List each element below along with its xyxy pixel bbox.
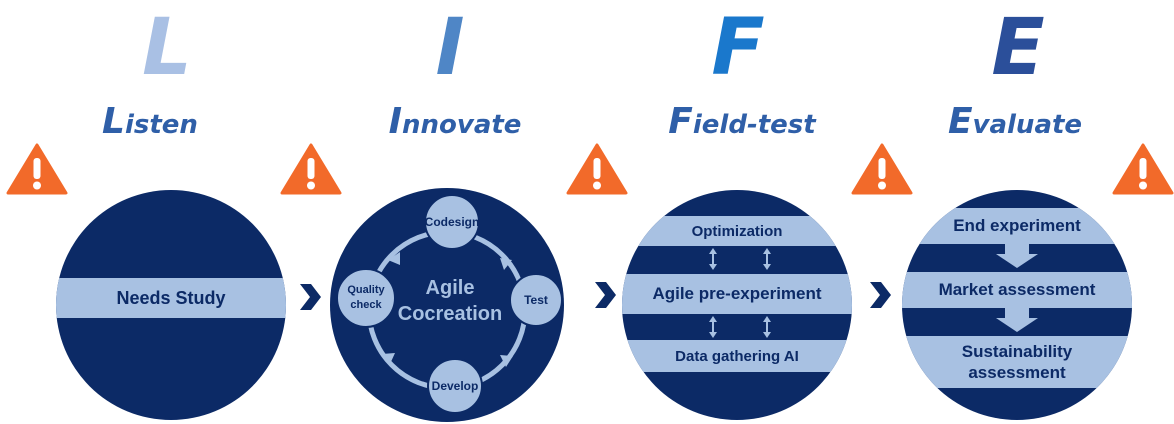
- phase-title-listen: Listen: [30, 104, 270, 143]
- sustainability-line1: Sustainability: [961, 342, 1073, 361]
- agile-label: Agile: [426, 277, 475, 299]
- listen-circle: Needs Study: [56, 190, 286, 420]
- cycle-arrowhead: [500, 258, 512, 270]
- innovate-circle: Codesign Test Develop Quality check Agil…: [330, 188, 564, 422]
- phase-title-innovate: Innovate: [335, 104, 575, 143]
- letter-l: L: [142, 3, 192, 93]
- quality-label-line2: check: [350, 299, 382, 311]
- phase-initial: F: [668, 101, 693, 142]
- chevron-right-icon: [300, 284, 321, 310]
- cycle-arrowhead: [382, 353, 395, 364]
- phase-initial: L: [102, 101, 125, 142]
- cycle-arrowhead: [388, 252, 400, 265]
- letter-i: I: [435, 3, 465, 93]
- chevron-right-icon: [595, 282, 616, 308]
- letter-f: F: [711, 3, 765, 93]
- test-node: [509, 273, 563, 327]
- phase-rest: valuate: [972, 110, 1083, 140]
- phase-rest: nnovate: [401, 110, 522, 140]
- agile-pre-experiment-band: Agile pre-experiment: [622, 274, 852, 314]
- chevron-right-icon: [870, 282, 891, 308]
- letter-e: E: [991, 3, 1045, 93]
- test-label: Test: [524, 293, 548, 307]
- phase-rest: isten: [124, 110, 198, 140]
- market-assessment-band: Market assessment: [902, 272, 1132, 308]
- evaluate-circle: End experiment Market assessment Sustain…: [902, 190, 1132, 420]
- warning-icon: [6, 143, 68, 195]
- codesign-label: Codesign: [425, 215, 480, 229]
- phase-title-field-test: Field-test: [622, 104, 862, 143]
- warning-icon: [280, 143, 342, 195]
- sustainability-band: Sustainability assessment: [902, 336, 1132, 388]
- develop-label: Develop: [432, 379, 479, 393]
- phase-title-evaluate: Evaluate: [895, 104, 1135, 143]
- end-experiment-band: End experiment: [902, 208, 1132, 244]
- optimization-band: Optimization: [622, 216, 852, 246]
- codesign-node: [424, 194, 480, 250]
- agile-cycle-diagram: Codesign Test Develop Quality check Agil…: [336, 194, 563, 414]
- data-gathering-band: Data gathering AI: [622, 340, 852, 372]
- develop-node: [427, 358, 483, 414]
- down-arrow-icon: [996, 244, 1038, 332]
- needs-study-band: Needs Study: [56, 278, 286, 318]
- double-arrow-icon: [709, 248, 771, 338]
- cocreation-label: Cocreation: [398, 303, 502, 325]
- phase-initial: I: [388, 101, 402, 142]
- warning-icon: [1112, 143, 1174, 195]
- warning-icon: [851, 143, 913, 195]
- phase-initial: E: [947, 101, 973, 142]
- warning-icon: [566, 143, 628, 195]
- quality-check-node: [336, 268, 396, 328]
- phase-rest: ield-test: [692, 110, 816, 140]
- cycle-arrowhead: [500, 355, 513, 367]
- field-test-circle: Optimization Agile pre-experiment Data g…: [622, 190, 852, 420]
- sustainability-line2: assessment: [968, 363, 1066, 382]
- quality-label-line1: Quality: [347, 284, 385, 296]
